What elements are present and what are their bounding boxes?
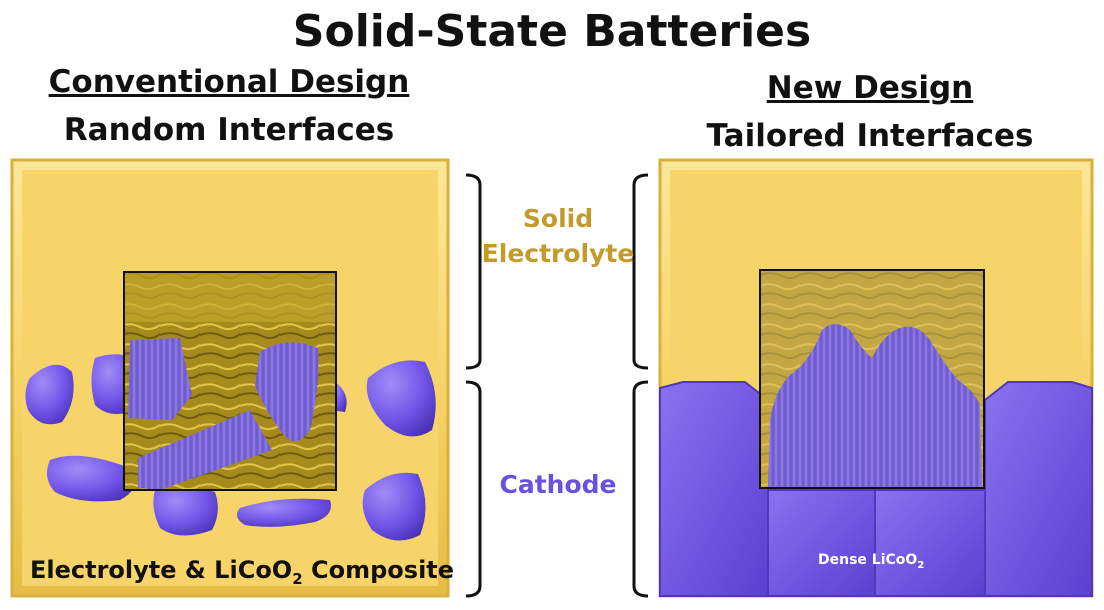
cathode-particle	[153, 485, 218, 536]
cathode-bracket-left	[465, 380, 482, 598]
cathode-particle	[236, 498, 331, 527]
composite-label-main: Electrolyte & LiCoO	[30, 556, 293, 584]
left-subheading: Random Interfaces	[63, 112, 395, 148]
right-micrograph	[759, 269, 985, 489]
dense-label-subscript: 2	[917, 559, 925, 571]
electrolyte-line-2: Electrolyte	[481, 239, 635, 268]
cathode-particle	[46, 455, 137, 502]
cathode-particle	[25, 364, 74, 425]
right-heading: New Design	[766, 70, 974, 106]
cathode-bracket-right	[632, 380, 649, 598]
composite-label: Electrolyte & LiCoO2 Composite	[30, 556, 454, 588]
page-title: Solid-State Batteries	[292, 6, 812, 57]
particle-cross-section	[255, 342, 319, 441]
cathode-particles	[25, 354, 436, 541]
dense-cathode-layer	[659, 381, 1093, 597]
right-subheading: Tailored Interfaces	[706, 118, 1034, 154]
dense-cathode-cross-section	[768, 324, 982, 488]
particle-cross-section	[128, 338, 192, 420]
cathode-particle	[362, 472, 426, 541]
cathode-grain	[767, 489, 876, 597]
electrolyte-bracket-right	[632, 173, 649, 370]
cathode-grain	[659, 381, 769, 597]
cathode-grain	[984, 381, 1093, 597]
cathode-grain	[874, 489, 986, 597]
middle-brackets	[465, 173, 649, 598]
cathode-particle	[366, 360, 436, 437]
solid-electrolyte-label: Solid Electrolyte	[480, 204, 636, 268]
composite-label-subscript: 2	[292, 569, 303, 588]
electrolyte-bracket-left	[465, 173, 482, 370]
left-micrograph	[123, 271, 337, 491]
dense-licoo2-label: Dense LiCoO2	[818, 552, 924, 571]
electrolyte-line-1: Solid	[522, 204, 594, 233]
particle-cross-section	[138, 410, 272, 490]
right-panel	[658, 158, 1094, 598]
left-heading: Conventional Design	[48, 64, 410, 100]
dense-label-main: Dense LiCoO	[818, 552, 918, 568]
left-panel	[10, 158, 450, 598]
composite-label-end: Composite	[302, 556, 455, 584]
cathode-label: Cathode	[499, 470, 617, 499]
